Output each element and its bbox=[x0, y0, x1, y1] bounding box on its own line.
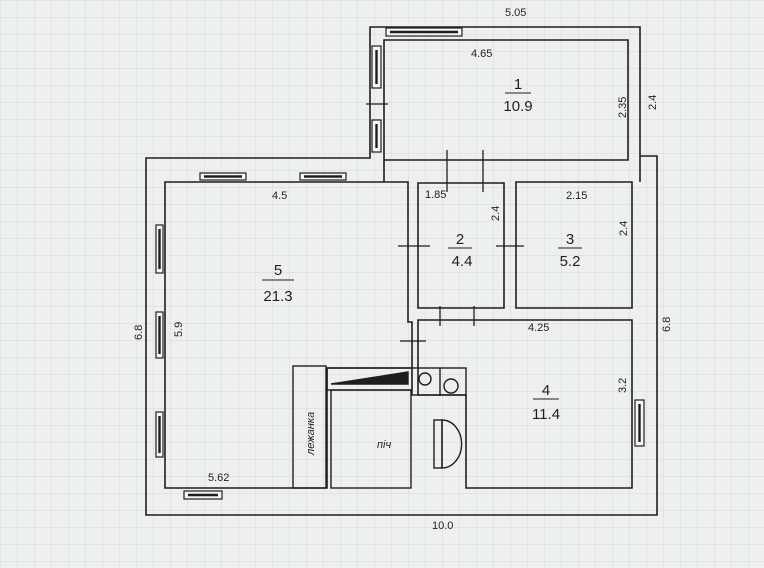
window-fills bbox=[158, 30, 641, 497]
room3-outline bbox=[515, 181, 633, 309]
doors bbox=[366, 103, 524, 342]
room-4-label: 4 11.4 bbox=[532, 382, 560, 423]
dim-room2-height: 2.4 bbox=[490, 206, 502, 221]
dim-right-upper: 2.4 bbox=[647, 95, 659, 110]
burner bbox=[443, 378, 459, 394]
dim-left-overall: 6.8 bbox=[133, 325, 145, 340]
dim-room4-top: 4.25 bbox=[528, 322, 549, 334]
room-3-number: 3 bbox=[566, 231, 574, 248]
room-4-number: 4 bbox=[542, 382, 550, 399]
oven-door-frame bbox=[433, 419, 443, 469]
room-1-label: 1 10.9 bbox=[503, 76, 532, 115]
stove-top-fill bbox=[330, 371, 409, 385]
room-5-label: 5 21.3 bbox=[262, 262, 294, 305]
dim-room2-top: 1.85 bbox=[425, 189, 446, 201]
dim-room3-top: 2.15 bbox=[566, 190, 587, 202]
dim-bottom-overall: 10.0 bbox=[432, 520, 453, 532]
oven-label: піч bbox=[377, 439, 391, 451]
room-3-label: 3 5.2 bbox=[558, 231, 582, 270]
room-4-area: 11.4 bbox=[532, 406, 560, 423]
bench-label: лежанка bbox=[305, 412, 317, 456]
dim-room5-top: 4.5 bbox=[272, 190, 287, 202]
stove-block bbox=[292, 365, 467, 489]
room-2-number: 2 bbox=[456, 231, 464, 248]
cooktop bbox=[411, 367, 467, 396]
bench bbox=[292, 365, 327, 489]
dimension-labels: 5.05 4.65 2.35 2.4 4.5 1.85 2.4 2.15 2.4… bbox=[133, 7, 673, 532]
oven-door-arc bbox=[441, 419, 463, 469]
dim-room1-right: 2.35 bbox=[617, 97, 629, 118]
room-3-area: 5.2 bbox=[560, 253, 581, 270]
dim-top-overall: 5.05 bbox=[505, 7, 526, 19]
dim-room3-height: 2.4 bbox=[618, 221, 630, 236]
room-2-label: 2 4.4 bbox=[448, 231, 472, 270]
dim-room1-top: 4.65 bbox=[471, 48, 492, 60]
dim-room5-bottom: 5.62 bbox=[208, 472, 229, 484]
room-5-area: 21.3 bbox=[263, 288, 292, 305]
dim-right-overall: 6.8 bbox=[661, 317, 673, 332]
room1-outline bbox=[383, 39, 629, 161]
burner bbox=[418, 372, 432, 386]
room-labels: 1 10.9 2 4.4 3 5.2 4 11.4 5 21.3 bbox=[262, 76, 582, 423]
room-5-number: 5 bbox=[274, 262, 282, 279]
room-1-area: 10.9 bbox=[503, 98, 532, 115]
room2-outline bbox=[417, 182, 505, 309]
dim-room4-height: 3.2 bbox=[617, 378, 629, 393]
dim-room5-height: 5.9 bbox=[173, 322, 185, 337]
oven bbox=[330, 389, 412, 489]
room-2-area: 4.4 bbox=[452, 253, 473, 270]
room-1-number: 1 bbox=[514, 76, 522, 93]
